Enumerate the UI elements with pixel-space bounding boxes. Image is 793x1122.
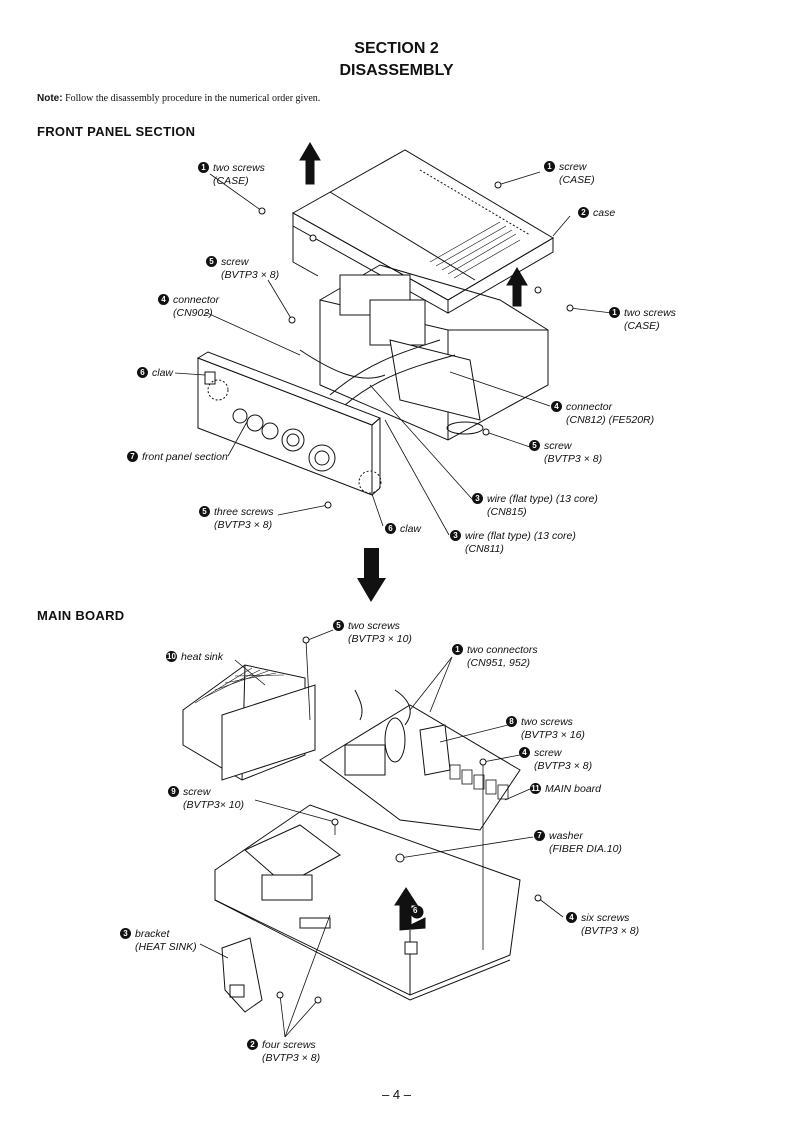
front-panel-heading: FRONT PANEL SECTION [37, 124, 196, 139]
chassis-bottom-illustration [214, 804, 521, 1001]
heat-sink-illustration [182, 664, 316, 781]
lift-arrow-icon [394, 887, 426, 931]
page-title: DISASSEMBLY [339, 62, 454, 79]
terminal-block [449, 764, 509, 800]
step-badge [410, 905, 424, 919]
chassis-illustration [299, 264, 549, 441]
main-board-heading: MAIN BOARD [37, 608, 125, 623]
lift-arrow-icon [299, 142, 528, 307]
arrow-step-number: 6 [413, 906, 418, 915]
screw-icon [258, 181, 574, 509]
vent-holes [429, 221, 521, 279]
case-illustration [291, 149, 554, 314]
note-label: Note: [37, 93, 63, 104]
main-board-illustration [319, 689, 521, 831]
instruction-note: Note: Follow the disassembly procedure i… [37, 93, 320, 104]
screw-icon [276, 636, 542, 1004]
front-panel-illustration [196, 351, 382, 496]
note-text: Follow the disassembly procedure in the … [62, 93, 321, 104]
bracket-illustration [221, 937, 263, 1013]
down-arrow-icon [357, 548, 386, 602]
page-number: – 4 – [382, 1087, 411, 1102]
section-number: SECTION 2 [354, 40, 439, 57]
